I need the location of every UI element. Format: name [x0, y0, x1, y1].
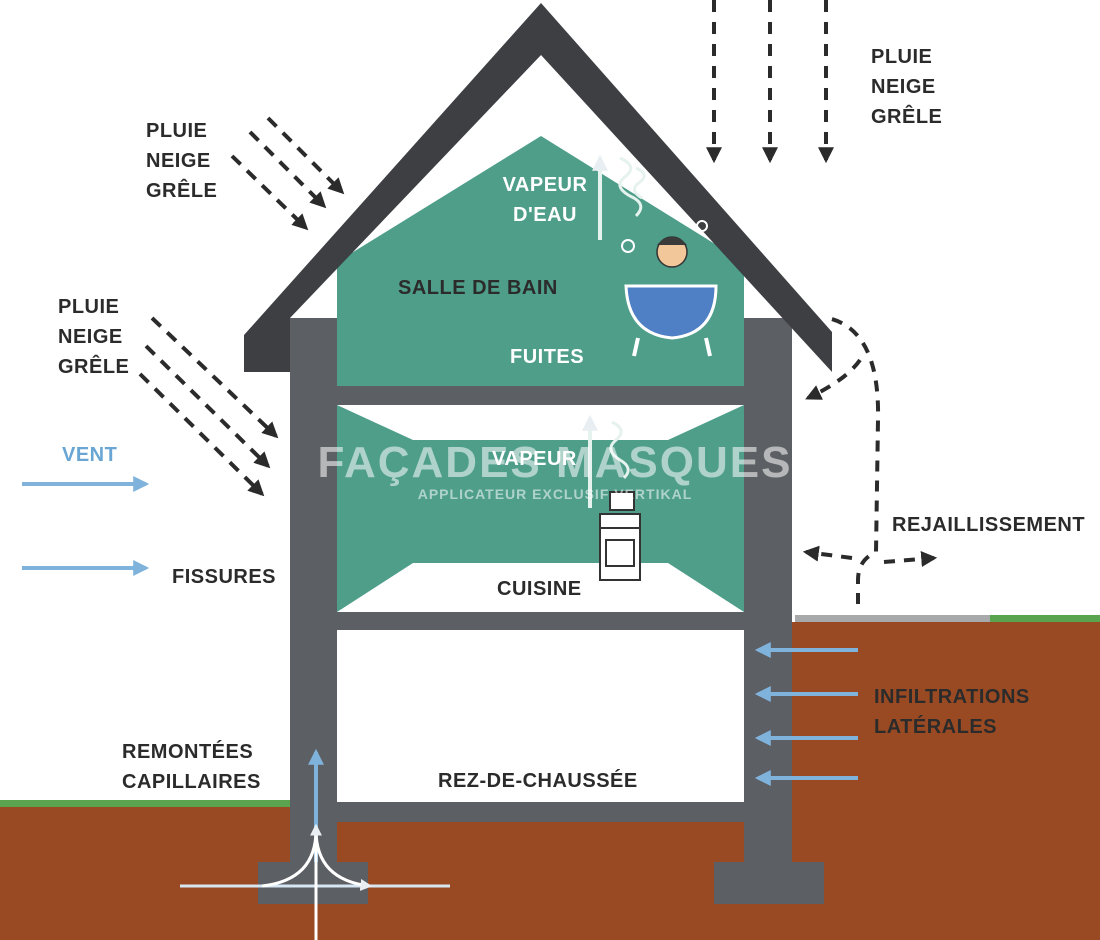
- precip-snow-label: NEIGE: [58, 326, 123, 348]
- lateral-infiltration-arrows: [754, 642, 858, 786]
- rooms: [337, 136, 744, 802]
- leaks-label: FUITES: [510, 346, 585, 368]
- ground-floor-room: [337, 630, 744, 802]
- watermark-title: FAÇADES MASQUES: [317, 438, 793, 487]
- splash-arrows: [802, 316, 938, 604]
- precip-snow-label: NEIGE: [146, 150, 211, 172]
- grass-right: [990, 615, 1100, 622]
- soil-left: [0, 806, 292, 940]
- wind-arrows: [22, 476, 150, 576]
- rain-arrows-roof-left: [230, 116, 345, 231]
- kitchen-vapor-label: VAPEUR: [492, 448, 577, 470]
- watermark-subtitle: APPLICATEUR EXCLUSIF VERTIKAL: [417, 486, 693, 502]
- bathroom-vapor-line-2: D'EAU: [513, 204, 577, 226]
- rain-arrows-top-right: [706, 0, 834, 164]
- kitchen-ceiling-light: [337, 405, 744, 440]
- rising-damp-label: REMONTÉES CAPILLAIRES: [122, 737, 261, 797]
- splash-label: REJAILLISSEMENT: [892, 514, 1086, 536]
- left-wall: [290, 318, 337, 873]
- lateral-infiltration-line-1: INFILTRATIONS: [874, 686, 1030, 708]
- rising-damp-arrows: [180, 748, 450, 940]
- floor-slab-2: [290, 612, 792, 630]
- soil-right: [790, 622, 1100, 940]
- kitchen-room-name: CUISINE: [497, 578, 582, 600]
- bathroom-attic-sky-right: [541, 136, 744, 262]
- rising-damp-line-2: CAPILLAIRES: [122, 771, 261, 793]
- ground-floor-room-name: REZ-DE-CHAUSSÉE: [438, 770, 638, 792]
- lateral-infiltration-label: INFILTRATIONS LATÉRALES: [874, 682, 1030, 742]
- bathroom-vapor: [592, 154, 646, 240]
- precip-rain-label: PLUIE: [58, 296, 120, 318]
- precip-snow-label: NEIGE: [871, 76, 936, 98]
- kitchen-floor-light: [337, 563, 744, 612]
- precip-rain-label: PLUIE: [871, 46, 933, 68]
- floor-slab-1: [290, 386, 792, 405]
- lateral-infiltration-line-2: LATÉRALES: [874, 716, 998, 738]
- bathroom-room-name: SALLE DE BAIN: [398, 277, 558, 299]
- bathroom-vapor-line-1: VAPEUR: [502, 174, 588, 196]
- grass-left: [0, 800, 292, 807]
- rising-damp-line-1: REMONTÉES: [122, 741, 254, 763]
- bathroom-vapor-label: VAPEUR D'EAU: [490, 170, 600, 230]
- precip-label-wall-left: PLUIE NEIGE GRÊLE: [58, 292, 129, 382]
- rain-arrows-wall-left: [138, 316, 279, 497]
- house-structure: [258, 318, 824, 904]
- bathroom-attic-sky: [337, 136, 541, 262]
- wind-label: VENT: [62, 444, 118, 466]
- bathtub-icon: [621, 220, 718, 357]
- cracks-label: FISSURES: [172, 566, 277, 588]
- watermark: FAÇADES MASQUES APPLICATEUR EXCLUSIF VER…: [305, 438, 805, 503]
- precip-rain-label: PLUIE: [146, 120, 208, 142]
- floor-slab-3: [290, 802, 792, 822]
- precip-label-top-right: PLUIE NEIGE GRÊLE: [871, 42, 942, 132]
- precip-hail-label: GRÊLE: [146, 180, 218, 202]
- precip-hail-label: GRÊLE: [871, 106, 943, 128]
- right-footing: [714, 862, 824, 904]
- pavement-right: [795, 615, 990, 622]
- precip-hail-label: GRÊLE: [58, 356, 130, 378]
- kitchen-vapor: [582, 414, 630, 508]
- stove-icon: [599, 491, 641, 581]
- precip-label-roof-left: PLUIE NEIGE GRÊLE: [146, 116, 217, 206]
